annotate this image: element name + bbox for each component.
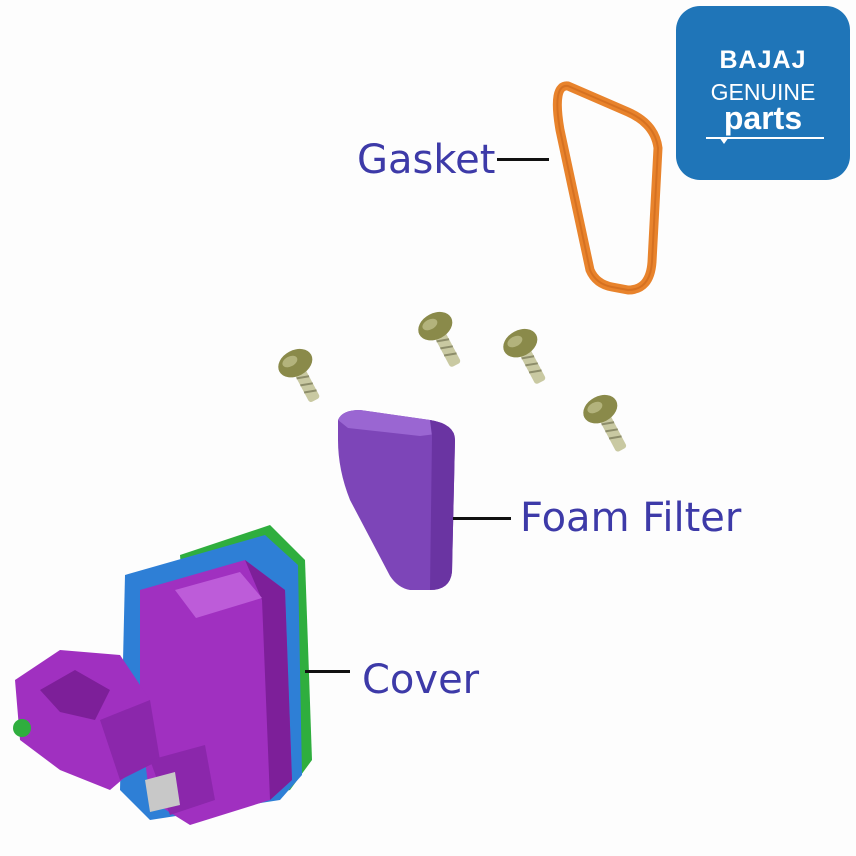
screw-2 xyxy=(418,311,461,367)
gasket-leader-line xyxy=(497,158,549,161)
logo-underline xyxy=(706,137,824,139)
foam-filter-leader-line xyxy=(453,517,511,520)
logo-brand-text: BAJAJ xyxy=(719,46,807,74)
foam-filter-label: Foam Filter xyxy=(520,495,742,541)
logo-genuine-text: GENUINE xyxy=(710,79,816,105)
logo-arrow-icon xyxy=(719,137,729,144)
gasket-part xyxy=(552,81,663,295)
cover-part xyxy=(13,525,312,825)
foam-filter-part xyxy=(338,410,455,590)
screw-1 xyxy=(278,348,320,403)
cover-leader-line xyxy=(305,670,350,673)
bajaj-genuine-parts-logo: BAJAJ GENUINE parts xyxy=(676,6,850,180)
screw-4 xyxy=(583,394,627,452)
gasket-label: Gasket xyxy=(357,137,496,183)
cover-label: Cover xyxy=(362,657,480,703)
logo-parts-text: parts xyxy=(723,100,803,136)
screw-3 xyxy=(503,328,546,384)
